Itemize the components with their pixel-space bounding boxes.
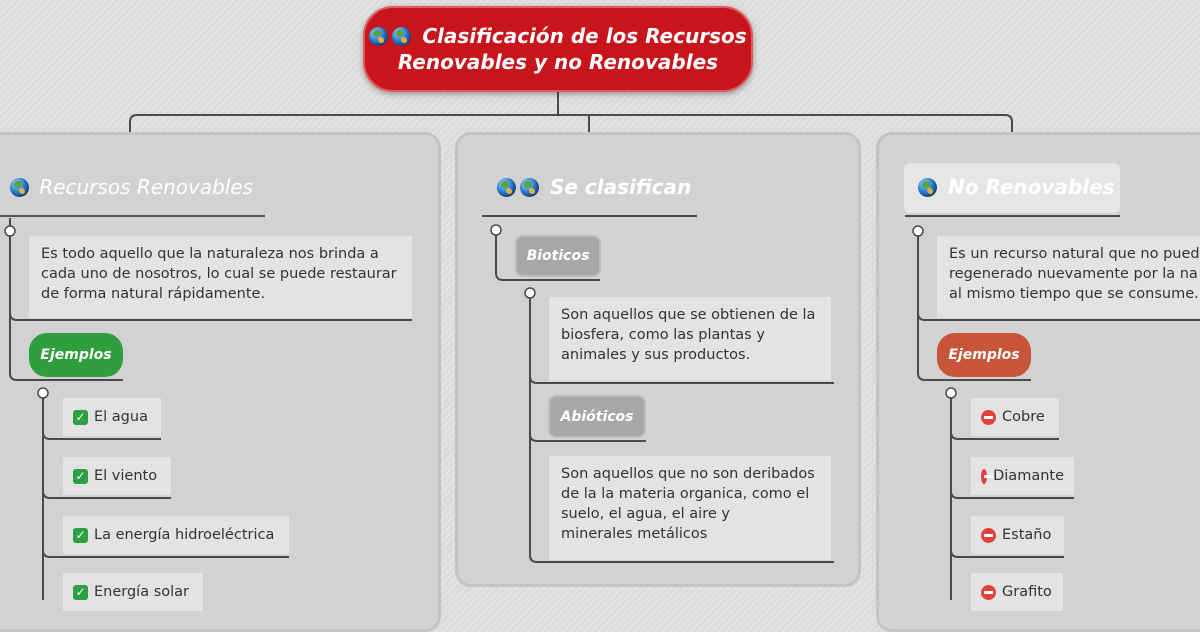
connector-lines xyxy=(0,92,1200,600)
description-line: Es un recurso natural que no pued xyxy=(949,246,1200,262)
no-renovables-title-text: No Renovables xyxy=(947,175,1115,199)
clasifican-title-text: Se clasifican xyxy=(549,175,692,199)
minus-circle-icon xyxy=(981,468,994,484)
root-title: Clasificación de los Recursos Renovables… xyxy=(369,23,747,75)
minus-circle-icon xyxy=(981,527,996,543)
root-topic[interactable]: Clasificación de los Recursos Renovables… xyxy=(363,6,753,92)
description-line: Son aquellos que no son deribados xyxy=(561,466,815,482)
description-line: de forma natural rápidamente. xyxy=(41,286,266,302)
example-label: Estaño xyxy=(1002,527,1052,543)
example-label: Energía solar xyxy=(94,584,190,600)
no-renovables-title[interactable]: No Renovables xyxy=(918,175,1115,199)
globe-icon xyxy=(497,178,516,197)
example-label: Diamante xyxy=(993,468,1064,484)
root-title-line2: Renovables y no Renovables xyxy=(397,50,719,74)
description-line: minerales metálicos xyxy=(561,526,708,542)
no-renovable-example-item[interactable]: Grafito xyxy=(971,573,1063,611)
globe-icon xyxy=(369,27,389,46)
description-line: cada uno de nosotros, lo cual se puede r… xyxy=(41,266,397,282)
bioticos-description[interactable]: Son aquellos que se obtienen de la biosf… xyxy=(549,297,831,381)
check-icon: ✓ xyxy=(73,527,88,543)
description-line: Es todo aquello que la naturaleza nos br… xyxy=(41,246,379,262)
no-renovable-example-item[interactable]: Cobre xyxy=(971,398,1059,436)
globe-icon xyxy=(10,178,29,197)
abioticos-description[interactable]: Son aquellos que no son deribados de la … xyxy=(549,456,831,560)
no-renovable-example-item[interactable]: Diamante xyxy=(971,457,1074,495)
renovable-example-item[interactable]: ✓ Energía solar xyxy=(63,573,203,611)
no-renovable-example-item[interactable]: Estaño xyxy=(971,516,1064,554)
example-label: El agua xyxy=(94,409,148,425)
description-line: regenerado nuevamente por la na xyxy=(949,266,1198,282)
no-renovables-description[interactable]: Es un recurso natural que no pued regene… xyxy=(937,236,1200,318)
renovable-example-item[interactable]: ✓ La energía hidroeléctrica xyxy=(63,516,289,554)
description-line: de la la materia organica, como el xyxy=(561,486,810,502)
example-label: El viento xyxy=(94,468,158,484)
clasifican-title[interactable]: Se clasifican xyxy=(497,175,691,199)
description-line: suelo, el agua, el aire y xyxy=(561,506,730,522)
renovables-ejemplos-button[interactable]: Ejemplos xyxy=(29,333,123,377)
globe-icon xyxy=(918,178,937,197)
check-icon: ✓ xyxy=(73,468,88,484)
no-renovables-ejemplos-button[interactable]: Ejemplos xyxy=(937,333,1031,377)
renovables-title[interactable]: Recursos Renovables xyxy=(10,175,253,199)
no-renovables-title-box[interactable] xyxy=(904,163,1120,213)
example-label: Cobre xyxy=(1002,409,1045,425)
description-line: animales y sus productos. xyxy=(561,347,751,363)
renovables-title-text: Recursos Renovables xyxy=(39,175,254,199)
example-label: Grafito xyxy=(1002,584,1052,600)
check-icon: ✓ xyxy=(73,584,88,600)
description-line: Son aquellos que se obtienen de la xyxy=(561,307,816,323)
bioticos-node[interactable]: Bioticos xyxy=(515,235,601,277)
root-title-line1: Clasificación de los Recursos xyxy=(422,24,747,48)
renovable-example-item[interactable]: ✓ El viento xyxy=(63,457,171,495)
description-line: al mismo tiempo que se consume. xyxy=(949,286,1199,302)
renovables-description[interactable]: Es todo aquello que la naturaleza nos br… xyxy=(29,236,412,318)
globe-icon xyxy=(520,178,539,197)
minus-circle-icon xyxy=(981,584,996,600)
globe-icon xyxy=(392,27,412,46)
abioticos-node[interactable]: Abióticos xyxy=(548,395,646,438)
check-icon: ✓ xyxy=(73,409,88,425)
minus-circle-icon xyxy=(981,409,996,425)
description-line: biosfera, como las plantas y xyxy=(561,327,765,343)
example-label: La energía hidroeléctrica xyxy=(94,527,275,543)
renovable-example-item[interactable]: ✓ El agua xyxy=(63,398,161,436)
